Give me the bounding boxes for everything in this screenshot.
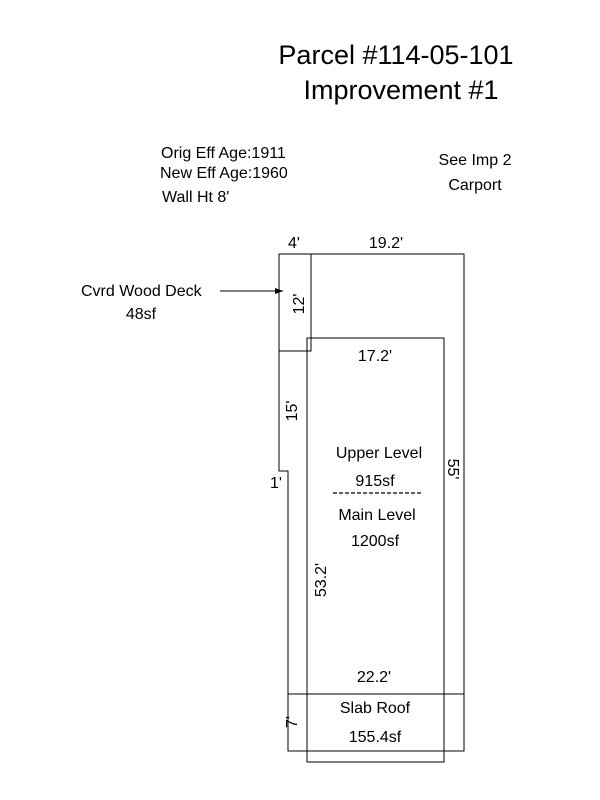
upper-level-label: Upper Level [336, 445, 422, 462]
dim-top-width: 19.2' [369, 235, 403, 252]
upper-level-outline [306, 337, 445, 763]
dim-inner-length: 53.2' [313, 563, 330, 597]
dim-deck-depth: 12' [291, 294, 308, 315]
new-eff-age-note: New Eff Age:1960 [160, 165, 288, 182]
building-outline [278, 253, 465, 752]
deck-callout-area: 48sf [126, 306, 157, 323]
see-imp-note: See Imp 2 [439, 152, 512, 169]
dim-right-length: 55' [444, 459, 461, 480]
covered-deck-outline [278, 253, 312, 352]
dim-deck-width: 4' [288, 235, 300, 252]
slab-roof-area: 155.4sf [349, 729, 402, 746]
dim-step: 1' [270, 475, 282, 492]
dim-slab-depth: 7' [284, 716, 301, 728]
deck-callout-label: Cvrd Wood Deck [81, 283, 203, 300]
upper-level-area: 915sf [355, 473, 395, 490]
carport-note: Carport [448, 177, 502, 194]
dim-bottom-width: 22.2' [357, 669, 391, 686]
dim-inner-width: 17.2' [358, 348, 392, 365]
improvement-subtitle: Improvement #1 [303, 75, 498, 105]
main-level-label: Main Level [338, 507, 415, 524]
wall-height-note: Wall Ht 8' [162, 189, 229, 206]
main-level-area: 1200sf [351, 533, 400, 550]
orig-eff-age-note: Orig Eff Age:1911 [161, 145, 286, 162]
dim-left-segment: 15' [284, 401, 301, 422]
parcel-title: Parcel #114-05-101 [278, 40, 513, 70]
slab-roof-label: Slab Roof [340, 700, 411, 717]
